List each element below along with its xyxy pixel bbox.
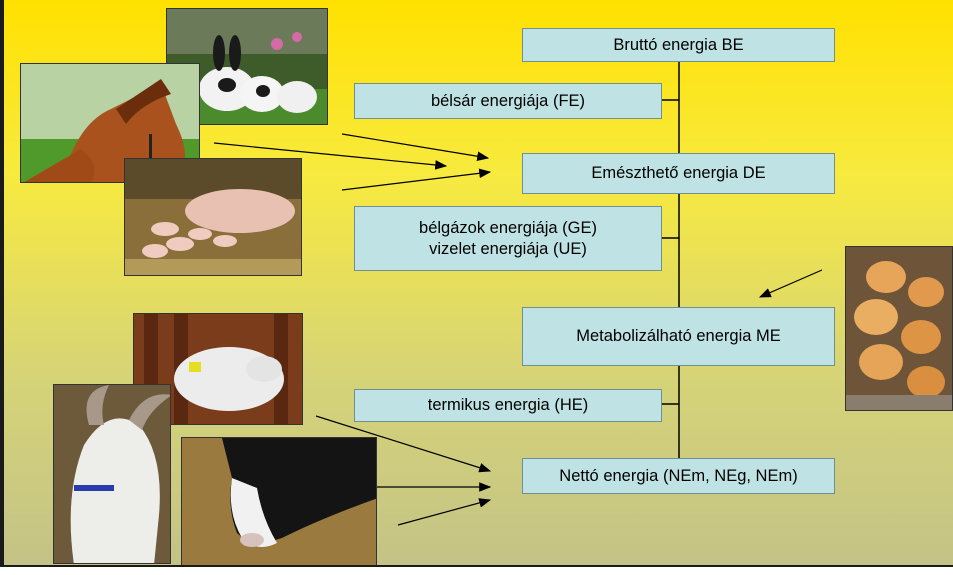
slide-bottom-border [0, 565, 953, 567]
net-energy-box: Nettó energia (NEm, NEg, NEm) [522, 458, 835, 494]
arrow-goat [398, 500, 490, 525]
fecal-energy-box: bélsár energiája (FE) [354, 83, 662, 119]
urine-energy-label: vizelet energiája (UE) [429, 239, 587, 260]
digestible-energy-box: Emészthető energia DE [522, 153, 835, 194]
arrow-chicks [760, 270, 822, 297]
gas-energy-label: bélgázok energiája (GE) [419, 218, 597, 239]
gas-urine-energy-box: bélgázok energiája (GE) vizelet energiáj… [354, 206, 662, 271]
metabolizable-energy-box: Metabolizálható energia ME [522, 307, 835, 366]
title-glyph-fragments [325, 0, 745, 20]
cow-photo [181, 437, 377, 567]
heat-energy-box: termikus energia (HE) [354, 389, 662, 422]
arrow-rabbits [342, 134, 488, 158]
fecal-energy-label: bélsár energiája (FE) [431, 91, 585, 112]
slide-title-partial [325, 0, 745, 20]
chicks-photo [845, 246, 953, 411]
net-energy-label: Nettó energia (NEm, NEg, NEm) [559, 466, 797, 487]
digestible-energy-label: Emészthető energia DE [591, 163, 765, 184]
heat-energy-label: termikus energia (HE) [428, 395, 588, 416]
slide-left-border [0, 0, 4, 575]
pigs-photo [124, 158, 302, 276]
gross-energy-box: Bruttó energia BE [522, 28, 835, 62]
metabolizable-energy-label: Metabolizálható energia ME [576, 326, 781, 347]
gross-energy-label: Bruttó energia BE [613, 35, 743, 56]
arrow-pigs [342, 172, 490, 190]
goat-photo [53, 384, 171, 564]
